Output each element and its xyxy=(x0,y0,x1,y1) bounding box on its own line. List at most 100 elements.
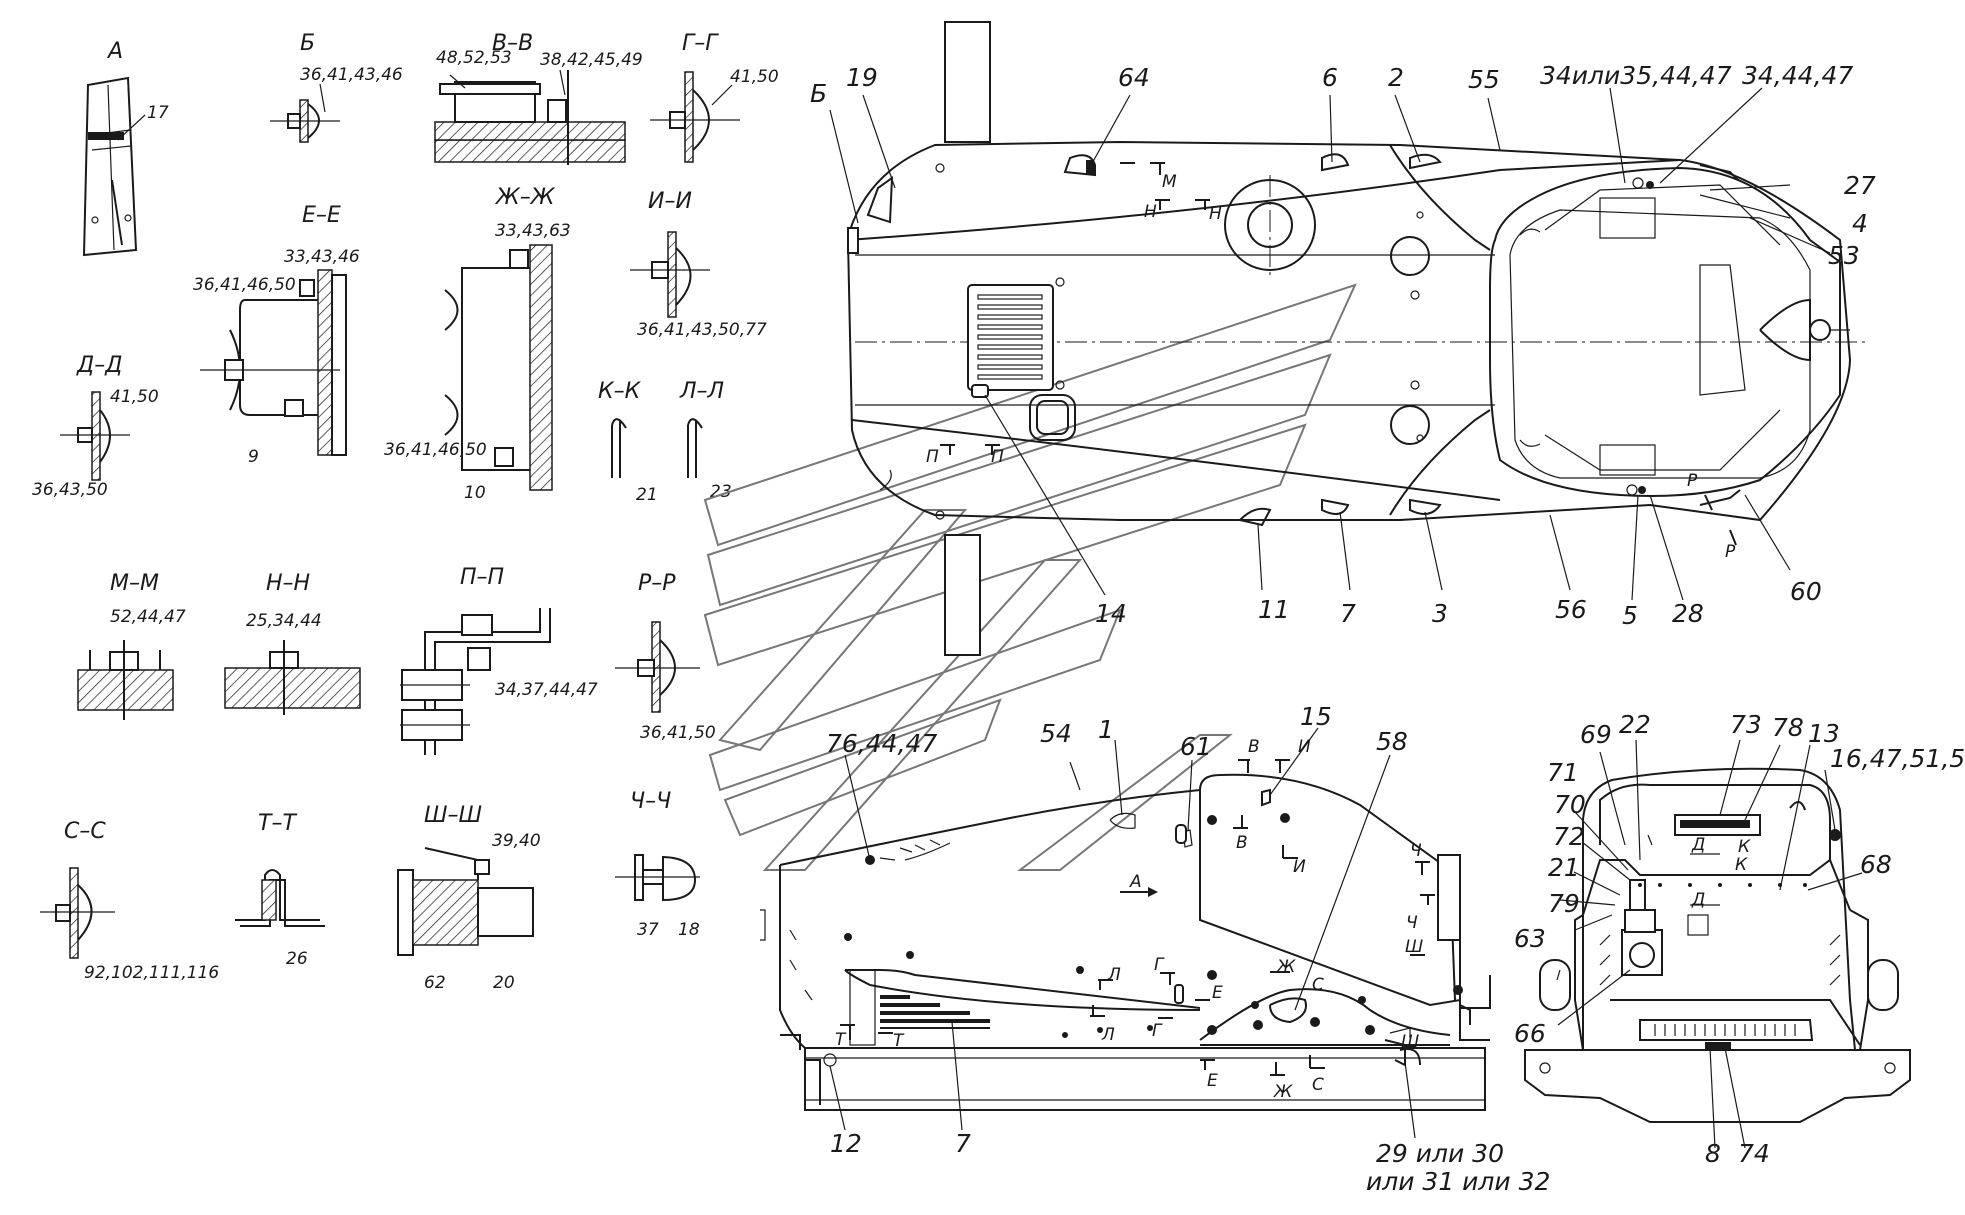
label-21: 21 xyxy=(636,485,658,505)
label-5: 5 xyxy=(1622,601,1638,630)
front-view-labels: 69 22 73 78 13 16,47,51,53 71 70 72 21 7… xyxy=(1514,710,1965,1168)
label-60: 60 xyxy=(1790,577,1822,606)
view-nn: Н–Н 25,34,44 xyxy=(224,571,361,715)
view-shsh: Ш–Ш 39,40 62 20 xyxy=(397,803,541,993)
label-r1: 36,41,50 xyxy=(640,723,716,743)
view-ee-title: Е–Е xyxy=(302,203,341,228)
cut-V2: В xyxy=(1236,833,1248,853)
label-zh2: 36,41,46,50 xyxy=(384,440,487,460)
label-sh1: 39,40 xyxy=(492,831,541,851)
label-9: 9 xyxy=(248,447,259,467)
cut-V1: В xyxy=(1248,737,1260,757)
label-n1: 25,34,44 xyxy=(246,611,322,631)
view-rr: Р–Р 36,41,50 xyxy=(615,571,716,743)
view-zhzh: Ж–Ж 33,43,63 36,41,46,50 10 xyxy=(384,185,571,503)
label-78: 78 xyxy=(1772,713,1804,742)
label-17: 17 xyxy=(147,103,169,123)
label-28: 28 xyxy=(1672,599,1704,628)
cut-T1: Т xyxy=(835,1030,847,1050)
cut-G2: Г xyxy=(1152,1021,1163,1041)
label-6: 6 xyxy=(1322,63,1338,92)
label-68: 68 xyxy=(1860,850,1892,879)
label-53: 53 xyxy=(1828,241,1860,270)
cut-L2: Л xyxy=(1101,1025,1115,1045)
view-chch-title: Ч–Ч xyxy=(630,789,671,814)
label-16: 16,47,51,53 xyxy=(1830,744,1965,773)
label-v1: 48,52,53 xyxy=(436,48,512,68)
view-ll: Л–Л 23 xyxy=(679,379,732,502)
label-34a: 34или35,44,47 xyxy=(1540,61,1732,90)
cut-M: М xyxy=(1162,172,1177,192)
view-chch: Ч–Ч 37 18 xyxy=(615,789,700,940)
label-70: 70 xyxy=(1554,790,1586,819)
label-11: 11 xyxy=(1258,595,1290,624)
view-ee: Е–Е 33,43,46 36,41,46,50 9 xyxy=(193,203,360,467)
label-54: 54 xyxy=(1040,719,1072,748)
view-b-title: Б xyxy=(300,31,315,56)
front-view: Д Д К К xyxy=(1524,767,1911,1123)
cut-Ch1: Ч xyxy=(1410,841,1422,861)
label-73: 73 xyxy=(1730,710,1762,739)
view-rr-title: Р–Р xyxy=(638,571,676,596)
label-26: 26 xyxy=(286,949,308,969)
top-view-leaders xyxy=(829,87,1831,601)
label-72: 72 xyxy=(1553,822,1585,851)
label-10: 10 xyxy=(464,483,486,503)
label-4: 4 xyxy=(1852,209,1868,238)
label-v2: 38,42,45,49 xyxy=(540,50,643,70)
view-dd-title: Д–Д xyxy=(76,353,122,378)
label-s1: 92,102,111,116 xyxy=(84,963,219,983)
label-21-front: 21 xyxy=(1548,853,1580,882)
cut-N1: Н xyxy=(1144,202,1157,222)
cut-A: А xyxy=(1129,872,1142,892)
top-view xyxy=(846,21,1865,656)
label-71: 71 xyxy=(1547,758,1579,787)
side-view xyxy=(760,773,1491,1111)
view-pp: П–П 34,37,44,47 xyxy=(400,565,598,755)
label-2: 2 xyxy=(1388,63,1404,92)
label-63: 63 xyxy=(1514,924,1546,953)
view-pp-title: П–П xyxy=(460,565,504,590)
view-ss: С–С 92,102,111,116 xyxy=(40,819,219,983)
label-31: или 31 или 32 xyxy=(1366,1167,1550,1196)
cut-E2: Е xyxy=(1207,1071,1218,1091)
side-view-labels: 76,44,47 54 1 61 15 58 12 7 29 или 30 ил… xyxy=(826,702,1550,1196)
label-e1: 33,43,46 xyxy=(284,247,360,267)
cut-G1: Г xyxy=(1154,955,1165,975)
label-27: 27 xyxy=(1844,171,1876,200)
view-vv-title: В–В xyxy=(492,31,533,56)
label-66: 66 xyxy=(1514,1019,1546,1048)
label-64: 64 xyxy=(1118,63,1150,92)
label-79: 79 xyxy=(1548,889,1580,918)
label-view-B: Б xyxy=(810,79,827,108)
cut-Zh1: Ж xyxy=(1276,957,1296,977)
cut-I2: И xyxy=(1293,857,1306,877)
label-g1: 41,50 xyxy=(730,67,779,87)
view-shsh-title: Ш–Ш xyxy=(424,803,482,828)
label-15: 15 xyxy=(1300,702,1332,731)
top-view-cut-marks: М Н Н П П Р Р xyxy=(926,162,1737,562)
view-mm: М–М 52,44,47 xyxy=(77,571,186,720)
label-19: 19 xyxy=(846,63,878,92)
watermark-shapes xyxy=(703,283,1357,871)
view-zhzh-title: Ж–Ж xyxy=(494,185,556,210)
label-55: 55 xyxy=(1468,65,1500,94)
cut-Sh2: Ш xyxy=(1401,1032,1419,1052)
label-m1: 52,44,47 xyxy=(110,607,186,627)
label-p1: 34,37,44,47 xyxy=(495,680,598,700)
label-1: 1 xyxy=(1098,715,1114,744)
view-gg-title: Г–Г xyxy=(682,31,719,56)
label-3: 3 xyxy=(1432,599,1448,628)
view-a-title: А xyxy=(106,39,123,64)
cut-E1: Е xyxy=(1212,983,1223,1003)
label-29: 29 или 30 xyxy=(1376,1139,1504,1168)
label-i1: 36,41,43,50,77 xyxy=(637,320,767,340)
label-18: 18 xyxy=(678,920,700,940)
view-ll-title: Л–Л xyxy=(679,379,724,404)
label-zh1: 33,43,63 xyxy=(495,221,571,241)
cut-S2: С xyxy=(1312,1075,1324,1095)
view-tt: Т–Т 26 xyxy=(235,811,325,969)
cut-Ch2: Ч xyxy=(1406,913,1418,933)
cut-K1: К xyxy=(1738,837,1751,857)
